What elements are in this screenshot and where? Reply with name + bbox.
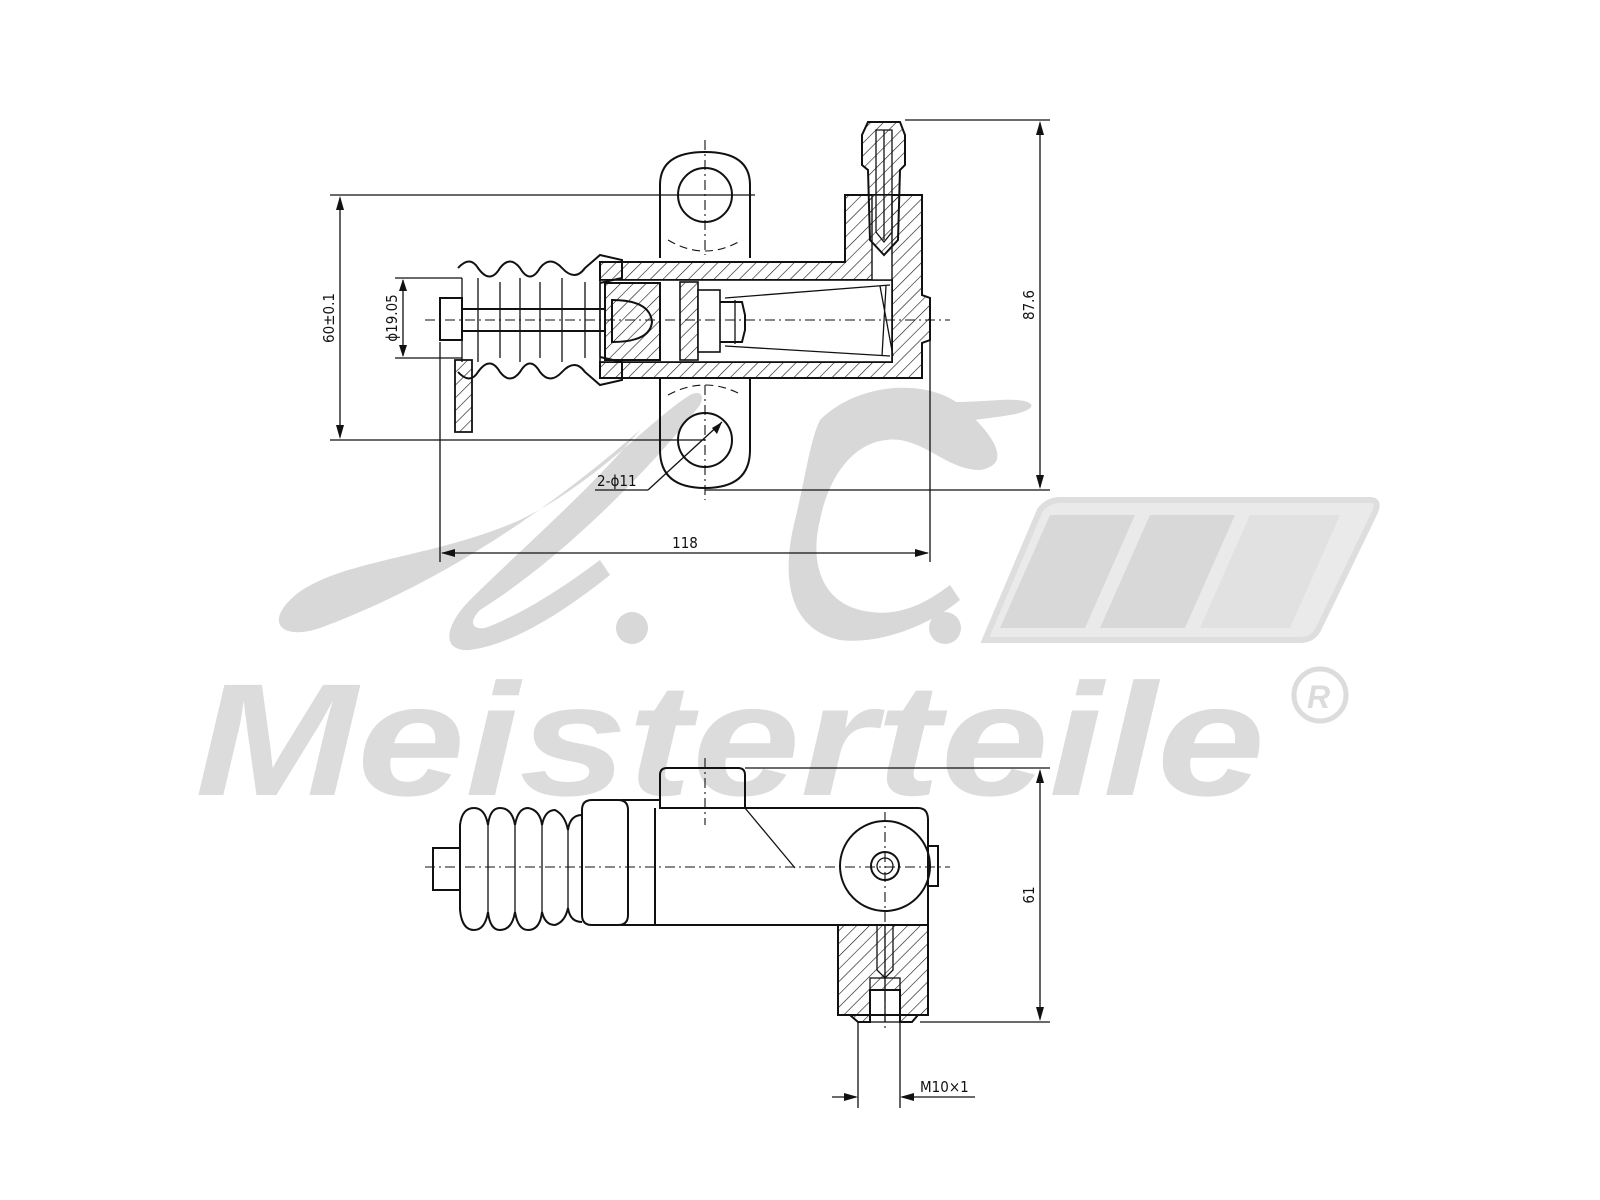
watermark-monogram — [278, 387, 1032, 651]
bottom-view: 61 M10×1 — [425, 758, 1050, 1108]
top-view: 60±0.1 ϕ19.05 2-ϕ11 118 87.6 — [320, 119, 1050, 562]
registered-mark-icon — [1291, 666, 1349, 724]
watermark-registered: R — [1307, 679, 1330, 715]
dim-thread: M10×1 — [920, 1078, 969, 1096]
dim-total-height: 87.6 — [1020, 290, 1038, 320]
watermark-bars — [980, 497, 1380, 643]
dim-mounting-holes: 2-ϕ11 — [597, 472, 637, 490]
dim-height-60: 60±0.1 — [320, 293, 338, 343]
watermark-brand: Meisterteile — [195, 650, 1265, 829]
bleeder-valve — [861, 121, 906, 257]
dim-bore-diameter: ϕ19.05 — [383, 294, 401, 342]
watermark: Meisterteile R — [195, 387, 1380, 829]
dim-height-61: 61 — [1020, 886, 1038, 903]
dim-length-118: 118 — [672, 534, 698, 552]
